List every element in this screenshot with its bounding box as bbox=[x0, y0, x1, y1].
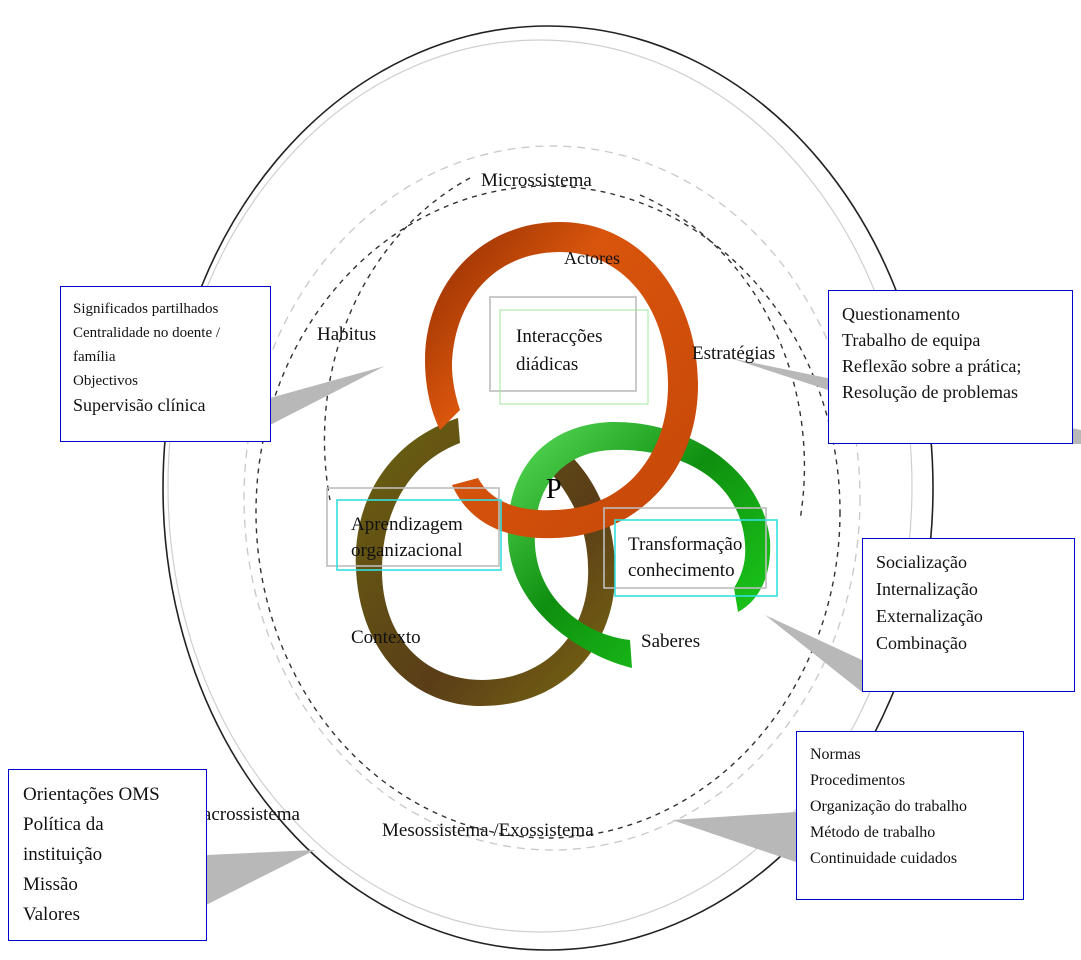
frame-transformacao-cyan bbox=[614, 519, 778, 597]
callout-saberes-line-1: Socialização bbox=[876, 552, 967, 572]
callout-habitus-line-3: família bbox=[73, 349, 116, 365]
mesossistema-ring-dark bbox=[255, 185, 841, 839]
frame-interaccoes-green bbox=[499, 309, 649, 405]
callout-habitus-line-2: Centralidade no doente / bbox=[73, 325, 221, 341]
callout-mesossistema-line-2: Procedimentos bbox=[810, 772, 906, 789]
inner-interaccoes-line-1: Interacções bbox=[516, 326, 603, 347]
callout-habitus-line-4: Objectivos bbox=[73, 373, 138, 389]
pointer-macrossistema bbox=[206, 850, 315, 905]
callout-habitus-line-5: Supervisão clínica bbox=[73, 395, 206, 415]
microssistema-ring bbox=[323, 177, 471, 501]
microssistema-ring-right bbox=[639, 194, 806, 521]
inner-interaccoes-line-2: diádicas bbox=[516, 354, 579, 375]
outer-ellipse bbox=[162, 25, 934, 951]
inner-transformacao: Transformação conhecimento bbox=[628, 532, 742, 584]
callout-mesossistema: Normas Procedimentos Organização do trab… bbox=[796, 731, 1024, 900]
callout-mesossistema-line-1: Normas bbox=[810, 746, 861, 763]
callout-habitus-line-1: Significados partilhados bbox=[73, 301, 219, 317]
label-microssistema: Microssistema bbox=[481, 170, 592, 191]
frame-transformacao-gray bbox=[603, 507, 767, 589]
callout-macrossistema-line-4: Missão bbox=[23, 874, 78, 895]
inner-interaccoes: Interacções diádicas bbox=[516, 323, 603, 379]
label-mesossistema: Mesossistema /Exossistema bbox=[382, 820, 594, 841]
callout-macrossistema-line-3: instituição bbox=[23, 844, 103, 865]
callout-estrategias-line-1: Questionamento bbox=[842, 304, 960, 324]
inner-aprendizagem-line-1: Aprendizagem bbox=[351, 514, 463, 535]
label-contexto: Contexto bbox=[351, 627, 421, 648]
callout-saberes: Socialização Internalização Externalizaç… bbox=[862, 538, 1075, 692]
callout-saberes-line-2: Internalização bbox=[876, 579, 978, 599]
pointer-saberes bbox=[765, 615, 862, 692]
callout-mesossistema-line-4: Método de trabalho bbox=[810, 824, 936, 841]
inner-transformacao-line-2: conhecimento bbox=[628, 560, 735, 581]
callout-mesossistema-line-3: Organização do trabalho bbox=[810, 798, 967, 815]
callout-saberes-line-4: Combinação bbox=[876, 633, 967, 653]
center-mark: P bbox=[546, 474, 562, 505]
mesossistema-ring bbox=[243, 145, 861, 851]
callout-estrategias-line-2: Trabalho de equipa bbox=[842, 330, 981, 350]
callout-habitus: Significados partilhados Centralidade no… bbox=[60, 286, 271, 442]
frame-aprendizagem-gray bbox=[326, 487, 500, 567]
label-macrossistema: Macrossistema bbox=[186, 804, 300, 825]
inner-aprendizagem: Aprendizagem organizacional bbox=[351, 512, 463, 564]
callout-estrategias-line-4: Resolução de problemas bbox=[842, 382, 1018, 402]
label-saberes: Saberes bbox=[641, 631, 701, 652]
label-actores: Actores bbox=[564, 248, 620, 268]
callout-estrategias-line-3: Reflexão sobre a prática; bbox=[842, 356, 1022, 376]
label-habitus: Habitus bbox=[317, 324, 377, 345]
inner-aprendizagem-line-2: organizacional bbox=[351, 540, 463, 561]
callout-macrossistema-line-5: Valores bbox=[23, 904, 80, 925]
callout-macrossistema-line-2: Política da bbox=[23, 814, 104, 835]
frame-aprendizagem-cyan bbox=[336, 499, 502, 571]
callout-mesossistema-line-5: Continuidade cuidados bbox=[810, 850, 958, 867]
label-estrategias: Estratégias bbox=[692, 343, 776, 364]
inner-transformacao-line-1: Transformação bbox=[628, 534, 743, 555]
outer-ellipse-soft bbox=[167, 39, 913, 933]
pointer-habitus bbox=[270, 366, 385, 425]
callout-estrategias: Questionamento Trabalho de equipa Reflex… bbox=[828, 290, 1073, 444]
frame-interaccoes-gray bbox=[489, 296, 637, 392]
callout-macrossistema-line-1: Orientações OMS bbox=[23, 784, 160, 805]
callout-saberes-line-3: Externalização bbox=[876, 606, 983, 626]
callout-macrossistema: Orientações OMS Política da instituição … bbox=[8, 769, 207, 941]
pointer-mesossistema bbox=[672, 812, 796, 862]
